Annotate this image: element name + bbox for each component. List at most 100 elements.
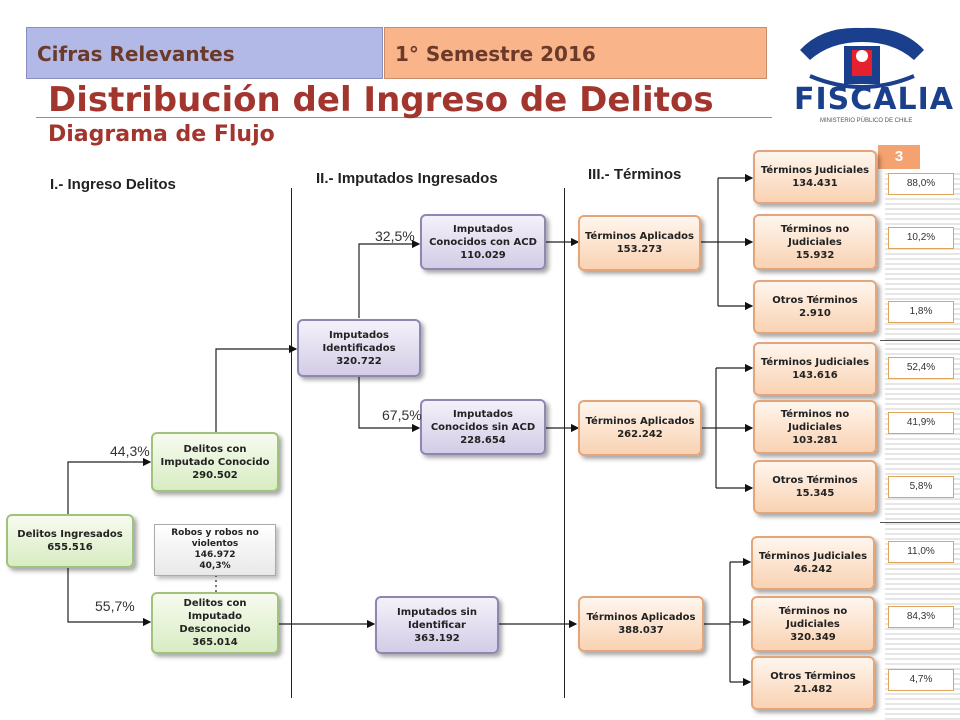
node-robos-note: Robos y robos no violentos 146.972 40,3% xyxy=(154,524,276,576)
node-value: 365.014 xyxy=(192,637,238,648)
term-pct: 52,4% xyxy=(888,357,954,379)
node-label: Delitos Ingresados xyxy=(17,529,123,540)
node-value: 228.654 xyxy=(460,434,506,446)
logo-tagline: MINISTERIO PÚBLICO DE CHILE xyxy=(820,118,913,124)
node-label: Imputados xyxy=(453,408,513,420)
term-pct: 10,2% xyxy=(888,227,954,249)
node-terminos-no-judiciales-3: Términos no Judiciales 320.349 xyxy=(751,596,875,652)
node-label: Imputados sin xyxy=(397,606,477,618)
node-value: 262.242 xyxy=(617,429,663,440)
node-label: Términos no xyxy=(778,605,848,617)
page-number-badge: 3 xyxy=(878,145,920,169)
node-label: Términos Aplicados xyxy=(586,612,696,623)
node-terminos-aplicados-1: Términos Aplicados 153.273 xyxy=(578,215,701,271)
node-delitos-imputado-conocido: Delitos con Imputado Conocido 290.502 xyxy=(151,432,279,492)
node-label: Imputados xyxy=(453,223,513,235)
column-header-ingreso: I.- Ingreso Delitos xyxy=(50,176,176,193)
header-right-text: 1° Semestre 2016 xyxy=(395,42,596,66)
edge-pct-sin-acd: 67,5% xyxy=(382,407,422,423)
page-subtitle: Diagrama de Flujo xyxy=(48,122,275,147)
node-imputados-identificados: Imputados Identificados 320.722 xyxy=(297,319,421,377)
group-separator xyxy=(880,340,960,341)
group-separator xyxy=(880,522,960,523)
column-divider xyxy=(291,188,292,698)
node-value: 320.349 xyxy=(790,631,836,643)
term-pct: 84,3% xyxy=(888,606,954,628)
node-label: Robos y robos no xyxy=(171,528,259,538)
node-label: Judiciales xyxy=(788,236,842,248)
node-label: Otros Términos xyxy=(770,671,856,682)
node-pct: 40,3% xyxy=(199,561,231,571)
node-terminos-aplicados-2: Términos Aplicados 262.242 xyxy=(578,400,702,456)
node-terminos-judiciales-2: Términos Judiciales 143.616 xyxy=(753,342,877,396)
node-label: Términos no xyxy=(780,408,850,420)
node-value: 103.281 xyxy=(792,434,838,446)
node-label: Conocidos sin ACD xyxy=(430,421,536,433)
node-value: 290.502 xyxy=(192,469,238,481)
node-otros-terminos-2: Otros Términos 15.345 xyxy=(753,460,877,514)
term-pct: 88,0% xyxy=(888,173,954,195)
node-label: Conocidos con ACD xyxy=(429,236,537,248)
node-terminos-aplicados-3: Términos Aplicados 388.037 xyxy=(578,596,704,652)
node-label: Términos no xyxy=(780,223,850,235)
node-label: Términos Aplicados xyxy=(585,416,695,427)
node-terminos-judiciales-3: Términos Judiciales 46.242 xyxy=(751,536,875,590)
node-delitos-ingresados: Delitos Ingresados 655.516 xyxy=(6,514,134,568)
term-pct: 4,7% xyxy=(888,669,954,691)
node-label: Imputados xyxy=(329,329,389,341)
node-value: 388.037 xyxy=(618,625,664,636)
node-imputados-con-acd: Imputados Conocidos con ACD 110.029 xyxy=(420,214,546,270)
fiscalia-emblem-icon xyxy=(800,27,924,89)
node-imputados-sin-acd: Imputados Conocidos sin ACD 228.654 xyxy=(420,399,546,455)
node-label: Desconocido xyxy=(179,624,251,635)
page-title: Distribución del Ingreso de Delitos xyxy=(48,80,714,120)
node-label: Términos Judiciales xyxy=(758,551,868,562)
node-otros-terminos-3: Otros Términos 21.482 xyxy=(751,656,875,710)
node-label: Otros Términos xyxy=(772,475,858,486)
node-delitos-imputado-desconocido: Delitos con Imputado Desconocido 365.014 xyxy=(151,592,279,654)
logo-wordmark: FISCALIA xyxy=(794,82,954,117)
term-pct: 11,0% xyxy=(888,541,954,563)
edge-pct-con-acd: 32,5% xyxy=(375,228,415,244)
decorative-stripe xyxy=(885,170,960,720)
node-terminos-no-judiciales-1: Términos no Judiciales 15.932 xyxy=(753,214,877,270)
node-terminos-no-judiciales-2: Términos no Judiciales 103.281 xyxy=(753,400,877,454)
node-value: 320.722 xyxy=(336,355,382,367)
node-value: 153.273 xyxy=(616,244,663,255)
term-pct: 41,9% xyxy=(888,412,954,434)
header-left-text: Cifras Relevantes xyxy=(37,42,235,66)
node-terminos-judiciales-1: Términos Judiciales 134.431 xyxy=(753,150,877,204)
node-label: Identificar xyxy=(407,619,466,631)
node-value: 110.029 xyxy=(460,249,506,261)
node-value: 15.932 xyxy=(795,249,835,261)
node-label: Imputado xyxy=(188,611,242,622)
header-period-label: 1° Semestre 2016 xyxy=(384,27,767,79)
node-label: Delitos con xyxy=(183,443,247,455)
fiscalia-logo: FISCALIA MINISTERIO PÚBLICO DE CHILE xyxy=(782,20,953,132)
column-divider xyxy=(564,188,565,698)
header-section-label: Cifras Relevantes xyxy=(26,27,383,79)
node-value: 15.345 xyxy=(795,488,835,499)
node-value: 363.192 xyxy=(414,632,460,644)
node-value: 146.972 xyxy=(194,550,236,560)
node-label: Términos Judiciales xyxy=(760,165,870,176)
node-value: 143.616 xyxy=(792,370,838,381)
term-pct: 1,8% xyxy=(888,301,954,323)
node-label: Términos Judiciales xyxy=(760,357,870,368)
node-imputados-sin-identificar: Imputados sin Identificar 363.192 xyxy=(375,596,499,654)
node-label: Judiciales xyxy=(786,618,840,630)
node-label: Términos Aplicados xyxy=(585,231,694,242)
node-value: 655.516 xyxy=(47,542,93,553)
node-label: Otros Términos xyxy=(772,295,858,306)
edge-pct-conocido: 44,3% xyxy=(110,443,150,459)
node-value: 134.431 xyxy=(792,178,838,189)
term-pct: 5,8% xyxy=(888,476,954,498)
title-rule xyxy=(36,117,772,118)
node-value: 46.242 xyxy=(793,564,833,575)
column-header-terminos: III.- Términos xyxy=(588,166,682,183)
node-label: violentos xyxy=(191,539,239,549)
column-header-imputados: II.- Imputados Ingresados xyxy=(316,170,498,187)
node-otros-terminos-1: Otros Términos 2.910 xyxy=(753,280,877,334)
node-value: 21.482 xyxy=(793,684,833,695)
